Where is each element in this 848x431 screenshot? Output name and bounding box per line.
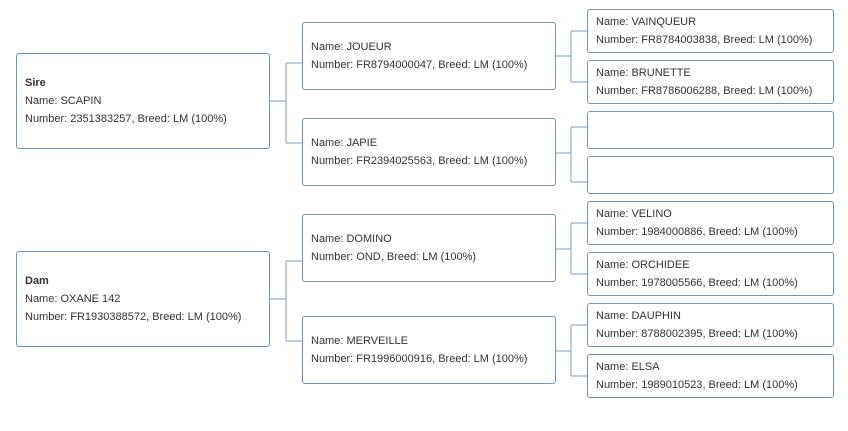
dam-dam-number: FR1996000916	[356, 353, 433, 365]
dam-sire-sire-name: VELINO	[631, 208, 672, 220]
sire-number-line: Number: 2351383257, Breed: LM (100%)	[25, 113, 227, 125]
dam-dam-name: MERVEILLE	[346, 335, 409, 347]
dam-sire-dam-number-line: Number: 1978005566, Breed: LM (100%)	[596, 277, 798, 289]
sire-sire-sire-card[interactable]: Name: VAINQUEUR Number: FR8784003838, Br…	[587, 9, 834, 53]
dam-sire-number-line: Number: OND, Breed: LM (100%)	[311, 251, 477, 263]
dam-sire-card[interactable]: Name: DOMINO Number: OND, Breed: LM (100…	[302, 214, 556, 282]
dam-sire-dam-number: 1978005566	[641, 277, 703, 289]
dam-sire-sire-breed: LM (100%)	[744, 226, 798, 238]
sire-name-line: Name: SCAPIN	[25, 95, 102, 107]
sire-dam-number: FR2394025563	[356, 155, 433, 167]
dam-dam-sire-number-line: Number: 8788002395, Breed: LM (100%)	[596, 328, 798, 340]
dam-sire-breed: LM (100%)	[422, 251, 477, 263]
sire-title: Sire	[25, 77, 46, 89]
sire-sire-sire-name: VAINQUEUR	[631, 16, 697, 28]
sire-dam-name: JAPIE	[346, 137, 378, 149]
dam-sire-sire-name-line: Name: VELINO	[596, 208, 672, 220]
dam-title: Dam	[25, 275, 49, 287]
sire-sire-sire-breed: LM (100%)	[758, 34, 813, 46]
sire-name: SCAPIN	[60, 95, 102, 107]
dam-sire-dam-name-line: Name: ORCHIDEE	[596, 259, 690, 271]
dam-dam-sire-name-line: Name: DAUPHIN	[596, 310, 681, 322]
dam-number-line: Number: FR1930388572, Breed: LM (100%)	[25, 311, 242, 323]
dam-dam-dam-card[interactable]: Name: ELSA Number: 1989010523, Breed: LM…	[587, 354, 834, 398]
dam-number: FR1930388572	[70, 311, 147, 323]
sire-sire-dam-name: BRUNETTE	[631, 67, 691, 79]
sire-sire-name: JOUEUR	[346, 41, 392, 53]
sire-dam-dam-card-empty[interactable]	[587, 156, 834, 194]
sire-sire-dam-number-line: Number: FR8786006288, Breed: LM (100%)	[596, 85, 813, 97]
dam-dam-dam-number: 1989010523	[641, 379, 703, 391]
sire-dam-number-line: Number: FR2394025563, Breed: LM (100%)	[311, 155, 528, 167]
sire-sire-sire-number-line: Number: FR8784003838, Breed: LM (100%)	[596, 34, 813, 46]
sire-dam-card[interactable]: Name: JAPIE Number: FR2394025563, Breed:…	[302, 118, 556, 186]
sire-dam-breed: LM (100%)	[473, 155, 528, 167]
dam-dam-sire-name: DAUPHIN	[631, 310, 681, 322]
sire-sire-dam-breed: LM (100%)	[758, 85, 813, 97]
dam-dam-dam-number-line: Number: 1989010523, Breed: LM (100%)	[596, 379, 798, 391]
sire-number: 2351383257	[70, 113, 132, 125]
sire-sire-sire-number: FR8784003838	[641, 34, 718, 46]
dam-dam-dam-breed: LM (100%)	[744, 379, 798, 391]
dam-card[interactable]: Dam Name: OXANE 142 Number: FR1930388572…	[16, 251, 270, 347]
dam-sire-name-line: Name: DOMINO	[311, 233, 392, 245]
dam-sire-dam-name: ORCHIDEE	[631, 259, 690, 271]
dam-name: OXANE 142	[60, 293, 121, 305]
dam-sire-name: DOMINO	[346, 233, 392, 245]
dam-breed: LM (100%)	[187, 311, 242, 323]
sire-dam-name-line: Name: JAPIE	[311, 137, 378, 149]
sire-sire-breed: LM (100%)	[473, 59, 528, 71]
dam-dam-sire-card[interactable]: Name: DAUPHIN Number: 8788002395, Breed:…	[587, 303, 834, 347]
dam-dam-number-line: Number: FR1996000916, Breed: LM (100%)	[311, 353, 528, 365]
dam-dam-dam-name-line: Name: ELSA	[596, 361, 660, 373]
sire-sire-number: FR8794000047	[356, 59, 433, 71]
dam-sire-dam-card[interactable]: Name: ORCHIDEE Number: 1978005566, Breed…	[587, 252, 834, 296]
dam-sire-sire-number-line: Number: 1984000886, Breed: LM (100%)	[596, 226, 798, 238]
dam-sire-sire-number: 1984000886	[641, 226, 703, 238]
sire-sire-card[interactable]: Name: JOUEUR Number: FR8794000047, Breed…	[302, 22, 556, 90]
dam-dam-dam-name: ELSA	[631, 361, 660, 373]
sire-card[interactable]: Sire Name: SCAPIN Number: 2351383257, Br…	[16, 53, 270, 149]
dam-sire-number: OND	[356, 251, 381, 263]
sire-sire-dam-card[interactable]: Name: BRUNETTE Number: FR8786006288, Bre…	[587, 60, 834, 104]
sire-sire-number-line: Number: FR8794000047, Breed: LM (100%)	[311, 59, 528, 71]
sire-dam-sire-card-empty[interactable]	[587, 111, 834, 149]
dam-dam-card[interactable]: Name: MERVEILLE Number: FR1996000916, Br…	[302, 316, 556, 384]
dam-dam-name-line: Name: MERVEILLE	[311, 335, 409, 347]
sire-sire-sire-name-line: Name: VAINQUEUR	[596, 16, 697, 28]
dam-sire-sire-card[interactable]: Name: VELINO Number: 1984000886, Breed: …	[587, 201, 834, 245]
sire-breed: LM (100%)	[173, 113, 227, 125]
sire-sire-dam-number: FR8786006288	[641, 85, 718, 97]
sire-sire-name-line: Name: JOUEUR	[311, 41, 392, 53]
dam-dam-sire-breed: LM (100%)	[744, 328, 798, 340]
dam-dam-breed: LM (100%)	[473, 353, 528, 365]
dam-sire-dam-breed: LM (100%)	[744, 277, 798, 289]
sire-sire-dam-name-line: Name: BRUNETTE	[596, 67, 691, 79]
dam-name-line: Name: OXANE 142	[25, 293, 121, 305]
dam-dam-sire-number: 8788002395	[641, 328, 703, 340]
